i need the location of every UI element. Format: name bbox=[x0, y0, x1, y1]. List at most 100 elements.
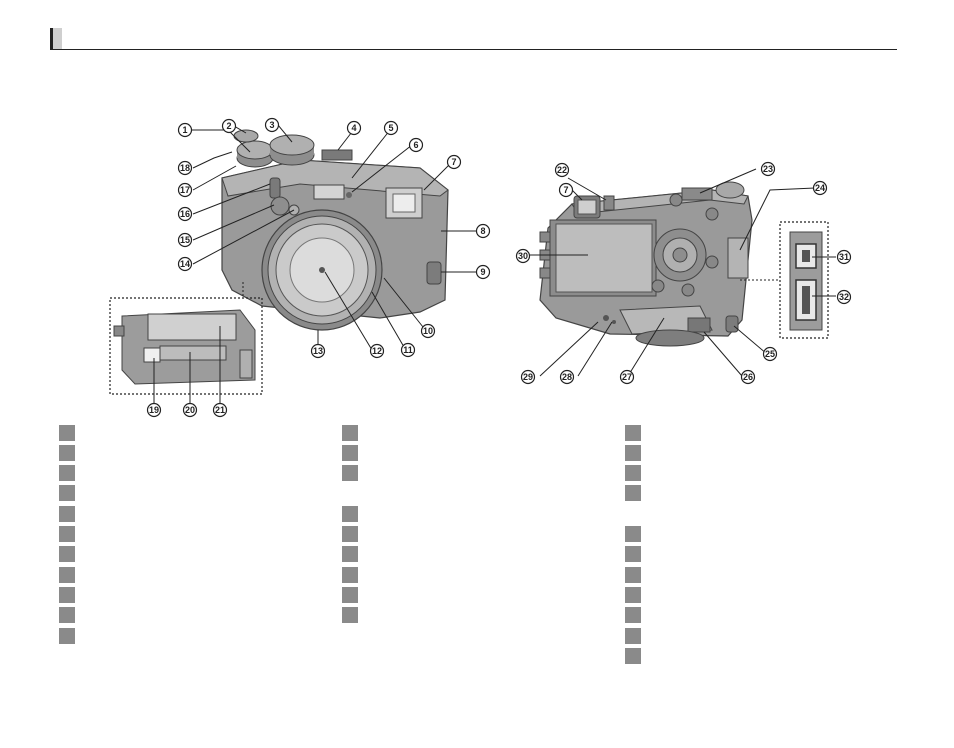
front-callout-number: 11 bbox=[403, 345, 413, 355]
legend-row bbox=[342, 525, 602, 543]
front-callout-number: 14 bbox=[180, 259, 190, 269]
front-callout-4: 4 bbox=[346, 120, 362, 136]
legend-row bbox=[342, 566, 602, 584]
front-callout-8: 8 bbox=[475, 223, 491, 239]
front-callout-2: 2 bbox=[221, 118, 237, 134]
front-callout-number: 12 bbox=[372, 346, 382, 356]
back-callout-number: 30 bbox=[518, 251, 528, 261]
legend-number-box bbox=[625, 648, 641, 664]
front-callout-number: 16 bbox=[180, 209, 190, 219]
legend-row bbox=[625, 586, 885, 604]
legend-number-box bbox=[59, 587, 75, 603]
legend-number-box bbox=[625, 587, 641, 603]
front-callout-number: 4 bbox=[351, 123, 356, 133]
legend-number-box bbox=[342, 607, 358, 623]
front-callout-20: 20 bbox=[182, 402, 198, 418]
back-callout-1: 7 bbox=[558, 182, 574, 198]
back-callout-11: 31 bbox=[836, 249, 852, 265]
front-callout-number: 1 bbox=[182, 125, 187, 135]
front-callout-6: 6 bbox=[408, 137, 424, 153]
front-callout-number: 7 bbox=[451, 157, 456, 167]
back-callout-6: 26 bbox=[740, 369, 756, 385]
legend-row bbox=[342, 444, 602, 462]
legend-number-box bbox=[625, 465, 641, 481]
legend-row bbox=[342, 464, 602, 482]
back-callout-4: 24 bbox=[812, 180, 828, 196]
back-callout-number: 7 bbox=[563, 185, 568, 195]
front-callout-number: 8 bbox=[480, 226, 485, 236]
legend-row bbox=[625, 464, 885, 482]
back-callout-9: 29 bbox=[520, 369, 536, 385]
legend-number-box bbox=[59, 628, 75, 644]
front-callout-number: 21 bbox=[215, 405, 225, 415]
back-callout-number: 24 bbox=[815, 183, 825, 193]
section-header bbox=[50, 28, 897, 50]
front-callout-3: 3 bbox=[264, 117, 280, 133]
front-callout-number: 3 bbox=[269, 120, 274, 130]
legend-row bbox=[342, 424, 602, 442]
legend-number-box bbox=[59, 445, 75, 461]
front-callout-15: 15 bbox=[177, 232, 193, 248]
legend-number-box bbox=[342, 526, 358, 542]
legend-number-box bbox=[342, 506, 358, 522]
legend-row bbox=[59, 484, 319, 502]
legend-number-box bbox=[59, 465, 75, 481]
legend-row bbox=[625, 444, 885, 462]
legend-row bbox=[625, 424, 885, 442]
front-callout-number: 18 bbox=[180, 163, 190, 173]
back-callout-number: 28 bbox=[562, 372, 572, 382]
legend-row bbox=[625, 484, 885, 502]
legend-row bbox=[59, 464, 319, 482]
legend-number-box bbox=[59, 506, 75, 522]
legend-row bbox=[625, 525, 885, 543]
front-callout-number: 10 bbox=[423, 326, 433, 336]
legend-number-box bbox=[59, 425, 75, 441]
back-callout-3: 23 bbox=[760, 161, 776, 177]
legend-row bbox=[342, 586, 602, 604]
front-callout-11: 11 bbox=[400, 342, 416, 358]
front-callout-number: 13 bbox=[313, 346, 323, 356]
legend-number-box bbox=[625, 445, 641, 461]
back-camera-illustration bbox=[530, 168, 836, 377]
front-callout-18: 18 bbox=[177, 160, 193, 176]
legend-row bbox=[59, 444, 319, 462]
front-callout-5: 5 bbox=[383, 120, 399, 136]
legend-number-box bbox=[59, 567, 75, 583]
legend-number-box bbox=[342, 425, 358, 441]
back-callout-7: 27 bbox=[619, 369, 635, 385]
legend-row bbox=[59, 545, 319, 563]
front-camera-illustration bbox=[109, 124, 477, 404]
back-callout-2: 22 bbox=[554, 162, 570, 178]
front-callout-number: 2 bbox=[226, 121, 231, 131]
legend-row bbox=[625, 566, 885, 584]
legend-row bbox=[342, 505, 602, 523]
legend-row bbox=[625, 647, 885, 665]
back-callout-5: 25 bbox=[762, 346, 778, 362]
front-callout-number: 15 bbox=[180, 235, 190, 245]
front-callout-number: 19 bbox=[149, 405, 159, 415]
legend-row bbox=[342, 606, 602, 624]
back-callout-number: 23 bbox=[763, 164, 773, 174]
front-callout-number: 5 bbox=[388, 123, 393, 133]
legend-number-box bbox=[342, 546, 358, 562]
legend-row bbox=[59, 627, 319, 645]
legend-row bbox=[59, 424, 319, 442]
front-callout-16: 16 bbox=[177, 206, 193, 222]
legend-number-box bbox=[625, 485, 641, 501]
front-callout-number: 9 bbox=[480, 267, 485, 277]
front-callout-10: 10 bbox=[420, 323, 436, 339]
legend-number-box bbox=[59, 485, 75, 501]
legend-number-box bbox=[59, 546, 75, 562]
legend-number-box bbox=[59, 607, 75, 623]
front-callout-number: 20 bbox=[185, 405, 195, 415]
legend-number-box bbox=[342, 465, 358, 481]
header-rule bbox=[50, 49, 897, 50]
legend-row bbox=[625, 606, 885, 624]
legend-number-box bbox=[625, 628, 641, 644]
front-callout-number: 6 bbox=[413, 140, 418, 150]
section-marker bbox=[50, 28, 62, 50]
legend-row bbox=[625, 545, 885, 563]
legend-number-box bbox=[625, 546, 641, 562]
